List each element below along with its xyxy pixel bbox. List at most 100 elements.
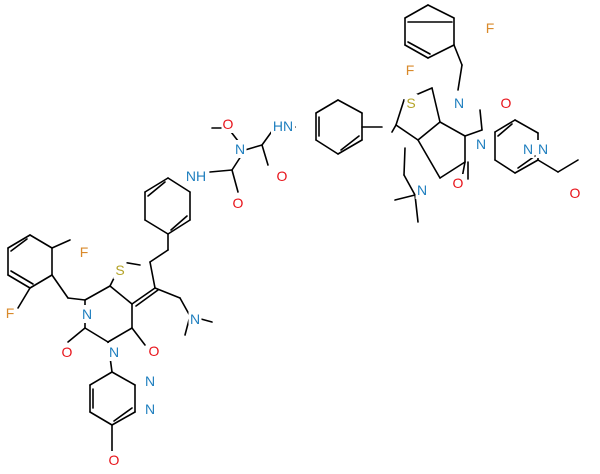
bond-line <box>154 287 181 299</box>
bond-line <box>135 289 159 307</box>
atom-label-background <box>184 167 208 185</box>
bond-line <box>453 44 463 66</box>
atom-label-nitrogen: N <box>454 95 464 111</box>
bond-line <box>417 139 441 179</box>
bond-line <box>315 139 339 155</box>
atom-label-sulfur: S <box>406 95 415 111</box>
bond-line <box>537 159 559 173</box>
bond-line <box>7 274 31 289</box>
bond-line <box>29 274 53 289</box>
atom-label-nitrogen: N <box>82 306 92 322</box>
atom-label-nitrogen: N <box>538 141 548 157</box>
atom-label-background <box>60 343 74 361</box>
atom-label-fluorine: F <box>486 20 495 36</box>
bond-line <box>51 239 71 249</box>
bond-line <box>10 270 34 285</box>
atom-label-oxygen: O <box>233 195 244 211</box>
bond-line <box>557 159 579 173</box>
bond-line <box>261 144 269 166</box>
bond-line <box>144 219 169 235</box>
atom-label-nitrogen: N <box>476 136 486 152</box>
bond-line <box>89 371 113 386</box>
atom-label-background <box>415 181 429 199</box>
atom-label-background <box>3 304 17 322</box>
bond-line <box>244 144 263 151</box>
bond-line <box>394 194 416 201</box>
bond-line <box>464 129 483 137</box>
bond-line <box>457 64 463 91</box>
atom-label-nitrogen: N <box>523 141 533 157</box>
atom-label-background <box>271 117 295 135</box>
bond-line <box>439 161 466 179</box>
bond-line <box>514 159 539 174</box>
atom-label-nh: NH <box>186 168 206 184</box>
atom-label-background <box>147 342 161 360</box>
bond-line <box>67 297 86 301</box>
bond-line <box>403 174 416 196</box>
bond-line <box>494 119 516 133</box>
bond-line <box>417 121 441 141</box>
bond-line <box>431 87 441 123</box>
bond-line <box>403 147 406 176</box>
atom-label-nitrogen: N <box>417 182 427 198</box>
atom-label-fluorine: F <box>6 305 15 321</box>
bond-line <box>315 99 339 114</box>
bond-line <box>404 44 429 59</box>
bond-line <box>340 135 360 151</box>
atom-label-nitrogen: N <box>235 141 245 157</box>
bond-line <box>111 371 136 386</box>
atom-label-background <box>451 174 465 192</box>
bond-line <box>494 159 516 174</box>
bond-line <box>170 215 188 231</box>
atom-label-background <box>143 372 157 390</box>
atom-label-background <box>404 94 418 112</box>
bond-line <box>29 234 53 249</box>
bond-line <box>231 169 239 193</box>
atom-label-background <box>403 61 417 79</box>
bond-line <box>131 287 156 305</box>
atom-label-background <box>188 310 202 328</box>
atom-label-oxygen: O <box>223 116 234 132</box>
atom-label-background <box>113 261 127 279</box>
atom-label-background <box>568 184 582 202</box>
atom-label-background <box>483 19 497 37</box>
atom-label-background <box>275 167 289 185</box>
bond-line <box>113 407 133 422</box>
atom-label-background <box>521 140 535 158</box>
bond-line <box>84 327 109 343</box>
bond-line <box>109 285 133 305</box>
atom-label-oxygen: O <box>109 452 120 468</box>
bond-line <box>514 119 539 134</box>
bond-line <box>167 219 191 235</box>
bond-line <box>479 109 483 131</box>
bond-layer <box>7 4 579 456</box>
bond-line <box>395 124 419 141</box>
atom-label-oxygen: O <box>149 343 160 359</box>
bond-line <box>149 249 169 263</box>
bond-line <box>404 4 429 19</box>
bond-line <box>497 123 513 137</box>
atom-label-background <box>452 94 466 112</box>
bond-line <box>167 177 191 193</box>
bond-line <box>439 121 466 137</box>
bond-line <box>51 274 69 299</box>
bond-line <box>395 99 405 126</box>
atom-label-hn: HN <box>273 118 293 134</box>
atom-label-background <box>536 140 550 158</box>
atom-label-background <box>499 94 513 112</box>
atom-label-fluorine: F <box>80 244 89 260</box>
bond-line <box>337 139 363 155</box>
atom-label-background <box>474 135 488 153</box>
atom-label-oxygen: O <box>277 168 288 184</box>
atom-label-background <box>107 451 121 469</box>
atom-label-background <box>231 194 245 212</box>
atom-label-background <box>107 343 121 361</box>
bond-line <box>414 194 419 223</box>
atom-label-oxygen: O <box>453 175 464 191</box>
atom-label-nitrogen: N <box>109 344 119 360</box>
atom-label-oxygen: O <box>62 344 73 360</box>
atom-label-fluorine: F <box>406 62 415 78</box>
bond-line <box>147 181 166 197</box>
bond-line <box>111 411 136 426</box>
